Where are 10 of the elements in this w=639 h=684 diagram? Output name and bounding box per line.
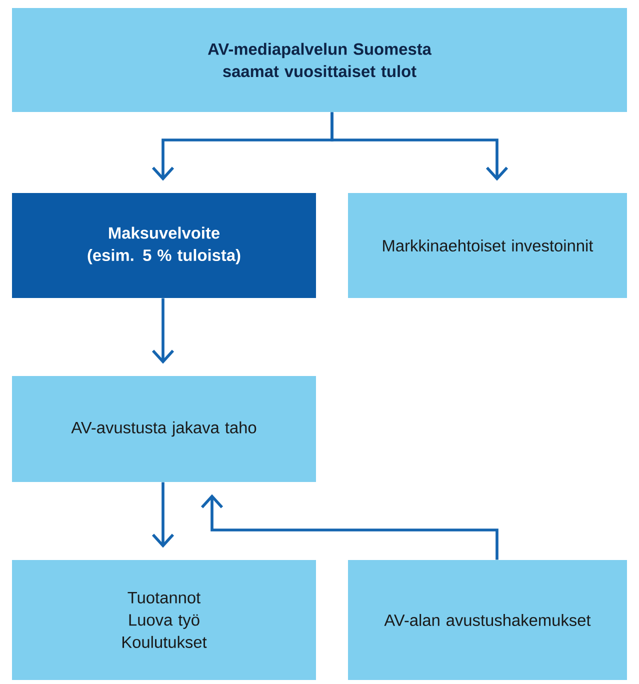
arrow [200, 494, 498, 560]
process-box: Tuotannot Luova työ Koulutukset [12, 560, 316, 680]
arrow [152, 482, 174, 548]
process-box: Maksuvelvoite (esim. 5 % tuloista) [12, 193, 316, 298]
process-box: AV-mediapalvelun Suomesta saamat vuosittaiset tulot [12, 8, 627, 112]
arrow [330, 112, 508, 181]
arrow [152, 298, 174, 364]
process-box: AV-alan avustushakemukset [348, 560, 627, 680]
process-box: Markkinaehtoiset investoinnit [348, 193, 627, 298]
process-box: AV-avustusta jakava taho [12, 376, 316, 482]
